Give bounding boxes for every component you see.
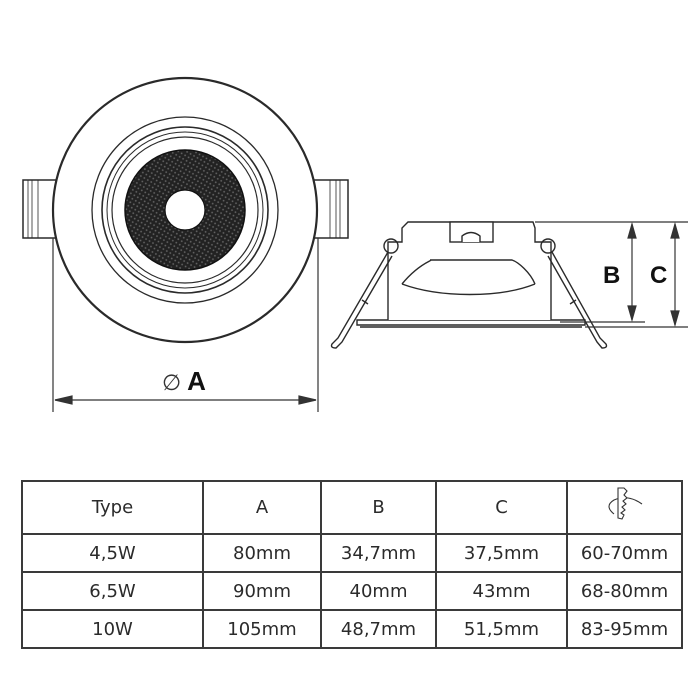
cell-a: 80mm [202,533,322,573]
header-b: B [320,480,437,535]
cell-b: 40mm [320,571,437,611]
cell-a: 105mm [202,609,322,649]
cell-cutout: 68-80mm [566,571,683,611]
header-cutout [566,480,683,535]
dimension-bc-lines [535,221,688,328]
dimension-b-label: B [603,262,621,289]
cell-c: 43mm [435,571,568,611]
dimension-a-line [52,238,319,412]
table-row: 6,5W 90mm 40mm 43mm 68-80mm [21,571,683,611]
cell-c: 51,5mm [435,609,568,649]
table-header-row: Type A B C [21,480,683,535]
cell-type: 4,5W [21,533,204,573]
cell-cutout: 83-95mm [566,609,683,649]
cell-type: 6,5W [21,571,204,611]
header-c: C [435,480,568,535]
specification-table: Type A B C 4,5W 80mm 34,7mm 37,5mm 60-70… [21,480,683,649]
cell-b: 48,7mm [320,609,437,649]
diameter-symbol: ∅ [162,370,182,395]
technical-drawing: ∅A B C [22,76,688,412]
cell-type: 10W [21,609,204,649]
header-a: A [202,480,322,535]
table-row: 10W 105mm 48,7mm 51,5mm 83-95mm [21,609,683,649]
cut-out-saw-icon [607,487,642,520]
front-view [22,76,349,344]
downlight-drawing-svg [22,76,688,412]
cell-cutout: 60-70mm [566,533,683,573]
side-view [330,221,608,349]
dimension-c-label: C [650,262,668,289]
dimension-a-label: ∅A [162,366,206,396]
cell-c: 37,5mm [435,533,568,573]
header-type: Type [21,480,204,535]
cell-a: 90mm [202,571,322,611]
table-row: 4,5W 80mm 34,7mm 37,5mm 60-70mm [21,533,683,573]
cell-b: 34,7mm [320,533,437,573]
right-clip-icon [311,179,349,239]
led-aperture [164,189,206,231]
